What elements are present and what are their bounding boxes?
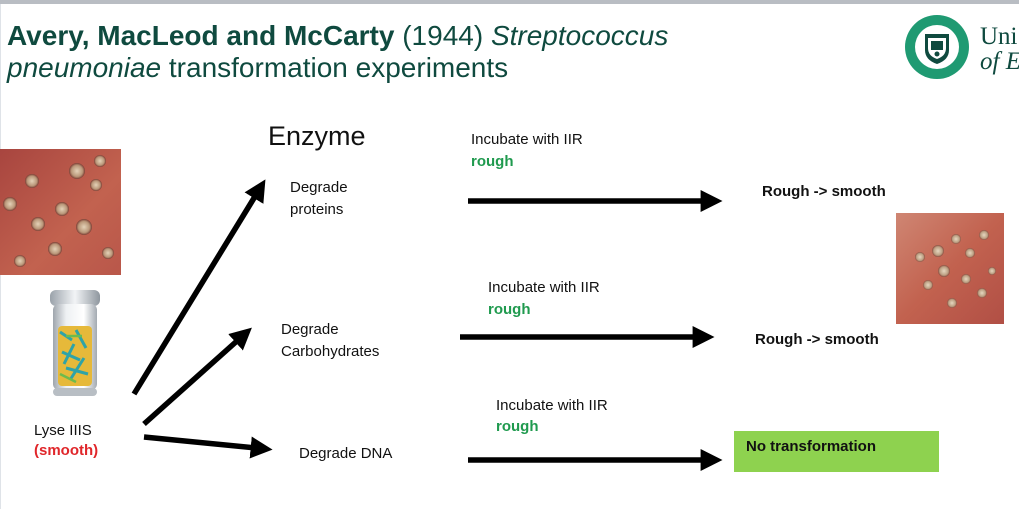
- treatment-label-line: proteins: [290, 201, 344, 218]
- title-year: (1944): [394, 20, 491, 51]
- result-proteins: Rough -> smooth: [762, 183, 886, 200]
- university-wordmark: Uni of E: [980, 24, 1019, 74]
- arrow-to-dna: [143, 434, 273, 459]
- agar-plate-photo-left: [0, 149, 121, 275]
- wordmark-line-2: of E: [980, 48, 1019, 75]
- culture-tube-icon: [50, 290, 100, 396]
- wordmark-line-1: Uni: [980, 23, 1018, 50]
- strain-label-carbohydrates: rough: [488, 301, 531, 318]
- agar-plate-photo-right: [896, 213, 1004, 324]
- treatment-carbohydrates-label: Degrade Carbohydrates: [281, 319, 379, 363]
- source-sublabel: (smooth): [34, 442, 99, 459]
- slide-title: Avery, MacLeod and McCarty (1944) Strept…: [7, 20, 767, 84]
- result-dna: No transformation: [746, 438, 877, 455]
- arrow-to-carbohydrates: [142, 327, 252, 427]
- treatment-dna-label: Degrade DNA: [299, 443, 392, 465]
- title-rest: transformation experiments: [161, 52, 509, 83]
- incubate-label-proteins: Incubate with IIR: [471, 131, 583, 148]
- treatment-label-line: Degrade DNA: [299, 445, 393, 462]
- incubate-label-carbohydrates: Incubate with IIR: [488, 279, 600, 296]
- top-border: [0, 0, 1019, 4]
- title-authors: Avery, MacLeod and McCarty: [7, 20, 395, 51]
- treatment-proteins-label: Degrade proteins: [290, 177, 348, 221]
- source-label: Lyse IIIS: [34, 422, 92, 439]
- strain-label-proteins: rough: [471, 153, 514, 170]
- arrow-to-proteins: [131, 179, 266, 396]
- treatment-label-line: Degrade: [290, 179, 348, 196]
- treatment-label-line: Carbohydrates: [281, 343, 380, 360]
- enzyme-heading: Enzyme: [268, 121, 366, 151]
- university-seal-icon: [905, 15, 969, 79]
- result-carbohydrates: Rough -> smooth: [755, 331, 879, 348]
- strain-label-dna: rough: [496, 418, 539, 435]
- incubate-label-dna: Incubate with IIR: [496, 397, 608, 414]
- treatment-label-line: Degrade: [281, 321, 339, 338]
- result-dna-box: No transformation: [734, 431, 939, 472]
- title-species: Streptococcus pneumoniae: [7, 20, 669, 83]
